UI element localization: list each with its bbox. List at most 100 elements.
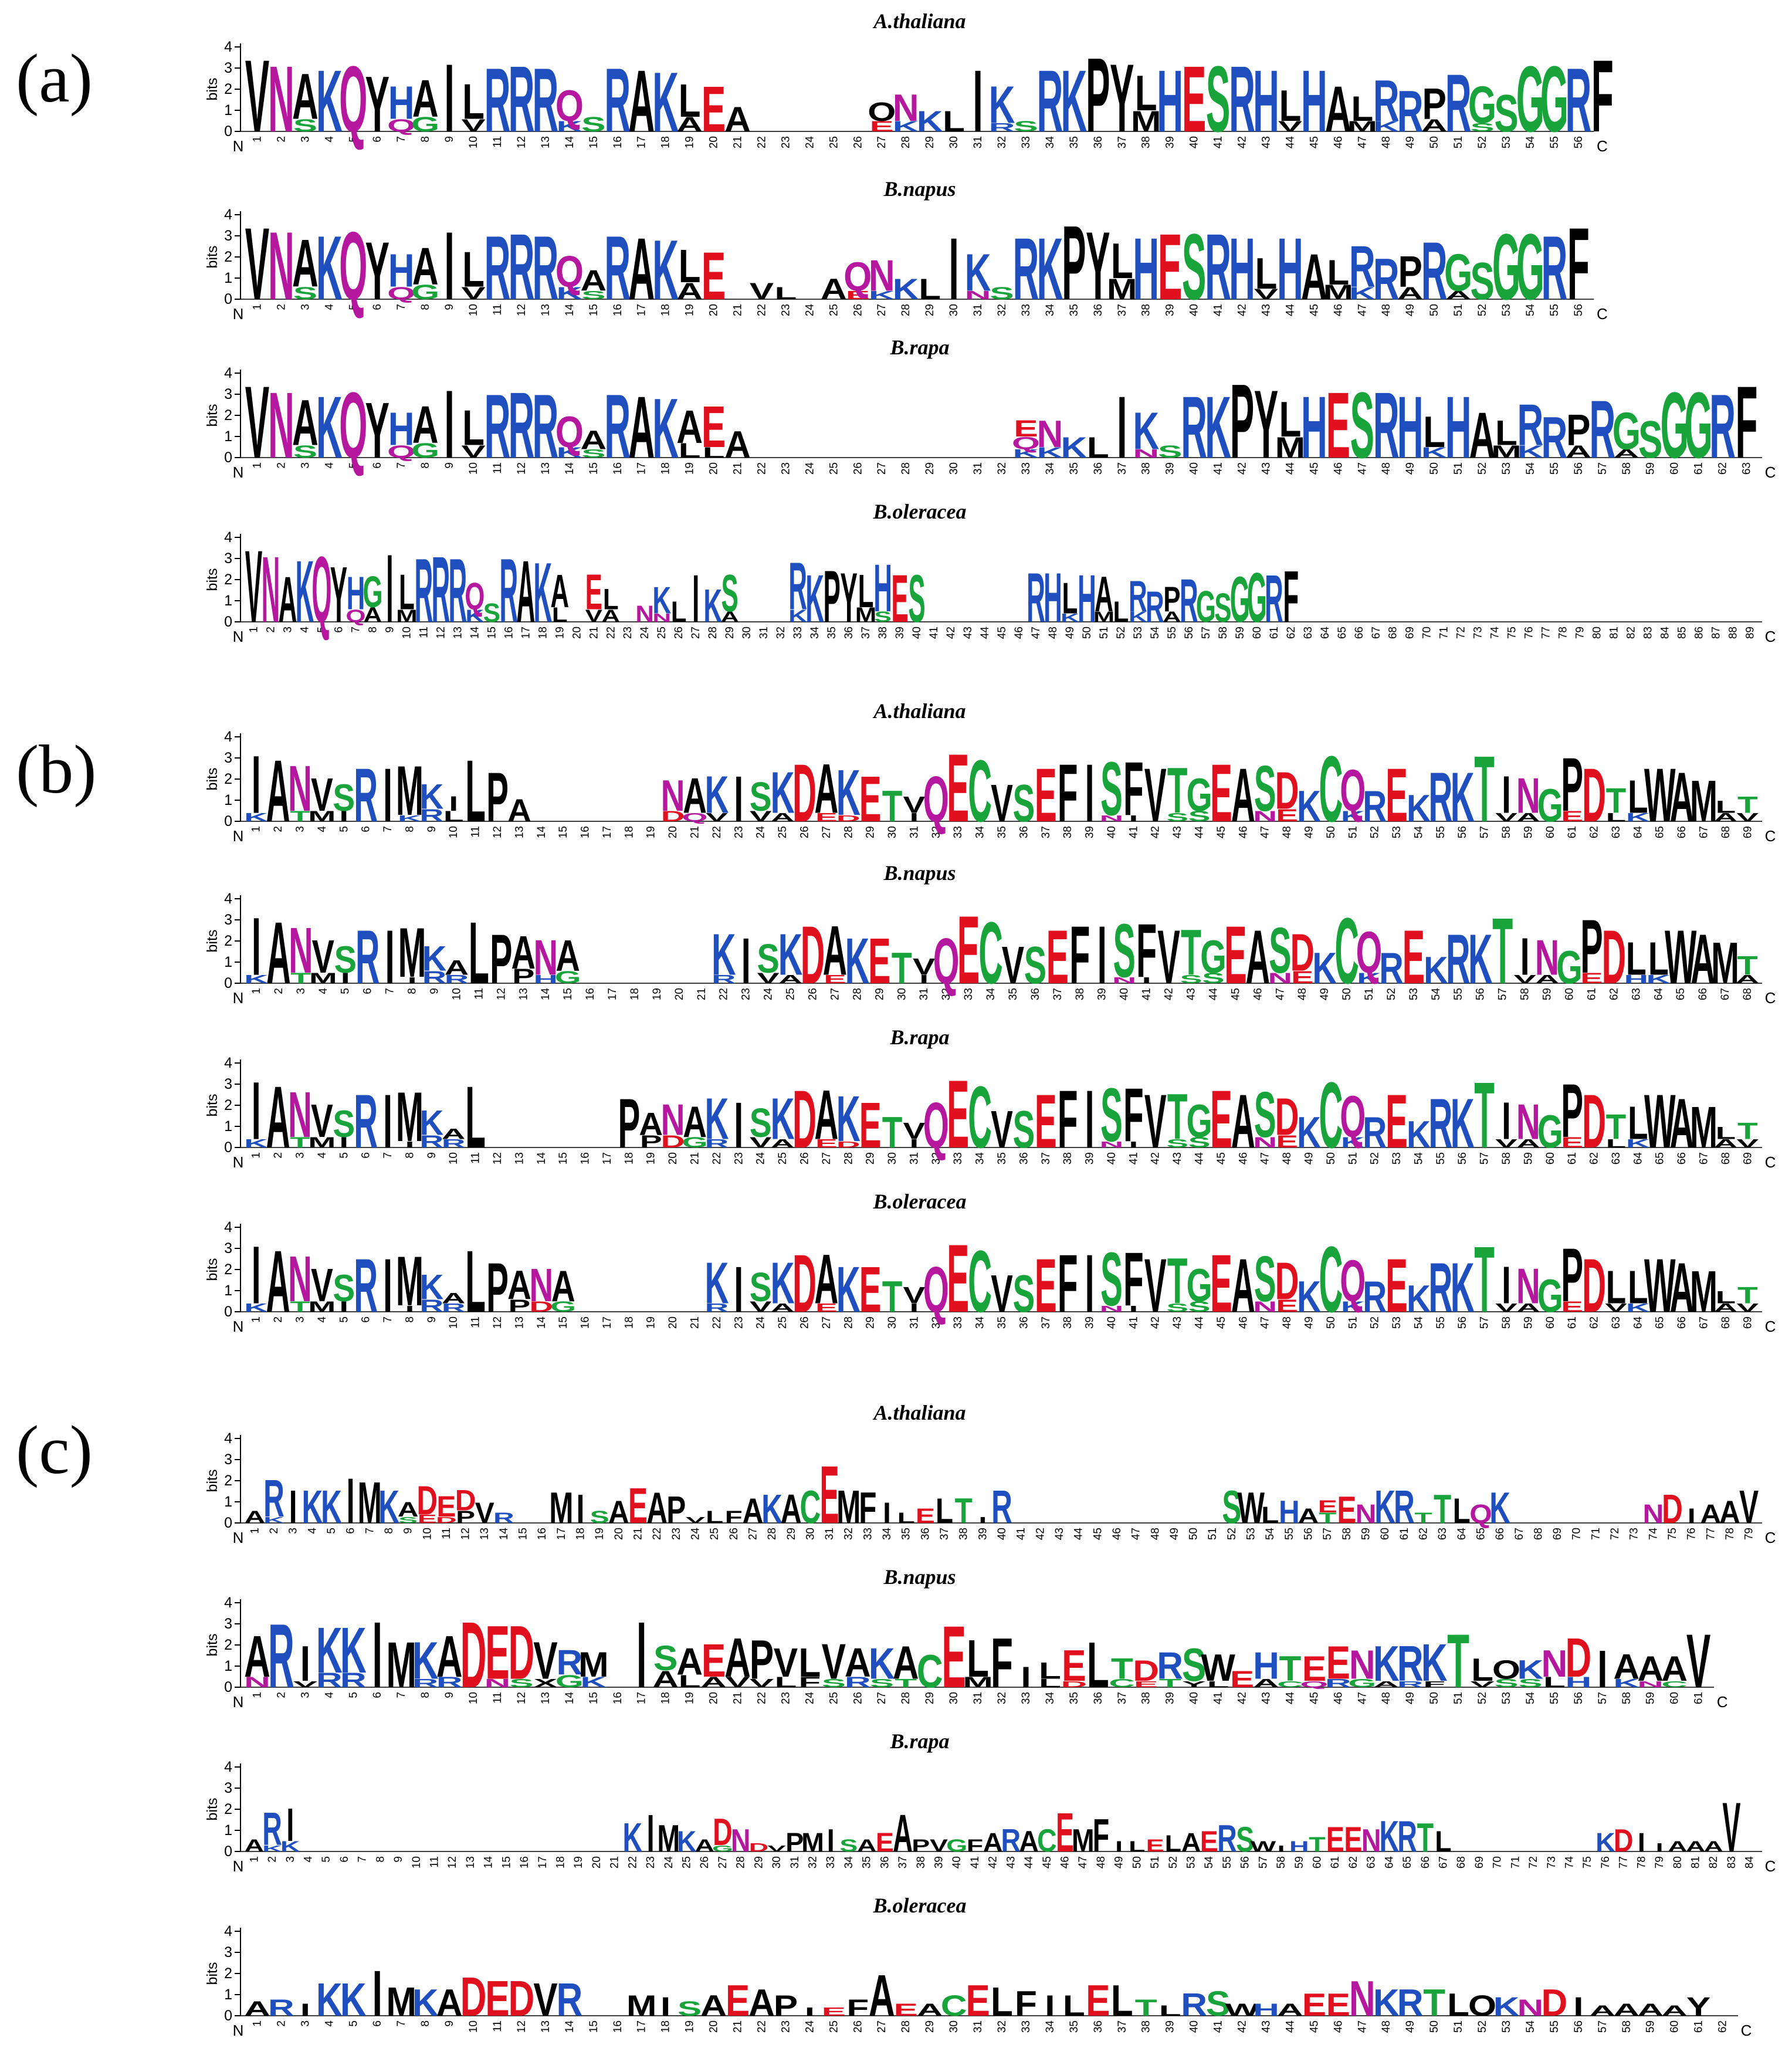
residue-glyph: S xyxy=(721,564,739,623)
position-number: 12 xyxy=(516,2020,528,2033)
residue-glyph: E xyxy=(891,561,908,637)
residue-glyph: D xyxy=(529,1299,553,1315)
position-number: 53 xyxy=(1391,1152,1403,1165)
position-number: 36 xyxy=(919,1528,931,1540)
position-number: 5 xyxy=(347,2020,360,2027)
position-number: 4 xyxy=(316,1152,328,1159)
position-number: 51 xyxy=(1452,304,1465,316)
position-number: 55 xyxy=(1549,304,1561,316)
residue-glyph: V xyxy=(1739,1481,1759,1534)
residue-glyph: S xyxy=(1254,753,1276,825)
position-number: 7 xyxy=(384,988,397,994)
residue-glyph: V xyxy=(1278,119,1303,135)
position-number: 81 xyxy=(1690,1856,1702,1868)
position-number: 17 xyxy=(636,136,648,148)
position-number: 68 xyxy=(1720,1152,1732,1165)
residue-glyph: E xyxy=(726,1976,750,2025)
position-number: 5 xyxy=(338,826,350,832)
position-number: 7 xyxy=(395,1692,408,1698)
residue-glyph: A xyxy=(266,904,291,1003)
residue-glyph: H xyxy=(1157,52,1183,150)
residue-glyph: V xyxy=(1470,1679,1494,1689)
y-tick-label: 1 xyxy=(224,102,232,119)
position-number: 47 xyxy=(1259,1316,1272,1329)
residue-glyph: K xyxy=(869,1639,895,1688)
position-number: 28 xyxy=(842,1316,855,1329)
residue-glyph: L xyxy=(1165,1831,1181,1857)
residue-glyph: T xyxy=(290,970,311,987)
residue-glyph: I xyxy=(252,1064,261,1156)
residue-glyph: A xyxy=(1253,1677,1279,1690)
residue-glyph: F xyxy=(1423,1679,1445,1689)
residue-glyph: F xyxy=(1015,1984,1037,2023)
residue-glyph: I xyxy=(444,212,454,320)
position-number: 9 xyxy=(384,627,396,633)
residue-glyph: R xyxy=(485,50,511,151)
residue-glyph: T xyxy=(882,1272,903,1322)
residue-glyph: Y xyxy=(1254,371,1278,479)
residue-glyph: C xyxy=(1319,1227,1343,1332)
position-number: 37 xyxy=(1040,1316,1052,1329)
position-number: 55 xyxy=(1435,826,1447,838)
residue-glyph: T xyxy=(290,1135,310,1151)
residue-glyph: K xyxy=(244,1138,268,1150)
residue-glyph: A xyxy=(292,60,319,133)
position-number: 61 xyxy=(1586,988,1598,1000)
position-number: 2 xyxy=(265,627,277,633)
position-number: 6 xyxy=(371,304,384,310)
position-number: 24 xyxy=(804,2020,816,2033)
residue-glyph: E xyxy=(1035,1243,1057,1328)
position-number: 34 xyxy=(1044,136,1056,149)
residue-glyph: R xyxy=(432,537,450,642)
residue-glyph: A xyxy=(720,609,739,625)
residue-glyph: A xyxy=(507,1262,531,1308)
position-number: 2 xyxy=(266,1856,279,1863)
residue-glyph: A xyxy=(1231,753,1255,838)
residue-glyph: K xyxy=(316,218,343,319)
position-number: 5 xyxy=(347,462,360,469)
position-number: 26 xyxy=(852,1692,864,1704)
residue-glyph: P xyxy=(486,1248,509,1326)
position-number: 17 xyxy=(636,304,648,316)
position-number: 10 xyxy=(468,1692,480,1704)
residue-glyph: L xyxy=(603,583,619,615)
position-number: 39 xyxy=(894,627,906,639)
position-number: 31 xyxy=(972,1692,984,1704)
position-number: 60 xyxy=(1564,988,1576,1000)
residue-glyph: A xyxy=(1373,1679,1400,1689)
position-number: 8 xyxy=(419,136,432,143)
residue-glyph: E xyxy=(1224,909,1246,1001)
residue-glyph: K xyxy=(316,1614,343,1686)
residue-glyph: N xyxy=(661,1096,685,1145)
position-number: 75 xyxy=(1666,1528,1679,1540)
position-number: 34 xyxy=(985,988,997,1001)
residue-glyph: A xyxy=(1325,73,1351,145)
residue-glyph: G xyxy=(555,1672,584,1691)
y-tick-label: 4 xyxy=(224,529,232,546)
residue-glyph: I xyxy=(1597,1640,1607,1699)
residue-glyph: Q xyxy=(1300,1679,1328,1689)
position-number: 58 xyxy=(1621,2020,1633,2033)
y-axis-label: bits xyxy=(204,1258,221,1281)
position-number: 24 xyxy=(763,988,775,1001)
residue-glyph: E xyxy=(941,1608,966,1706)
position-number: 37 xyxy=(1116,304,1129,316)
position-number: 31 xyxy=(758,627,770,639)
position-number: 47 xyxy=(1077,1856,1089,1868)
residue-glyph: I xyxy=(444,45,454,153)
residue-glyph: Q xyxy=(923,1254,949,1326)
residue-glyph: H xyxy=(873,551,892,626)
residue-glyph: I xyxy=(1502,1091,1511,1150)
residue-glyph: S xyxy=(1024,936,1046,995)
residue-glyph: T xyxy=(892,945,912,993)
residue-glyph: V xyxy=(750,808,772,825)
position-number: 67 xyxy=(1698,1152,1710,1165)
residue-glyph: L xyxy=(1716,1123,1736,1143)
residue-glyph: K xyxy=(280,1838,300,1854)
residue-glyph: E xyxy=(1158,214,1182,319)
position-number: 18 xyxy=(629,988,641,1000)
position-number: 19 xyxy=(684,136,696,148)
position-number: 63 xyxy=(1610,1316,1622,1329)
position-number: 21 xyxy=(732,1692,744,1704)
